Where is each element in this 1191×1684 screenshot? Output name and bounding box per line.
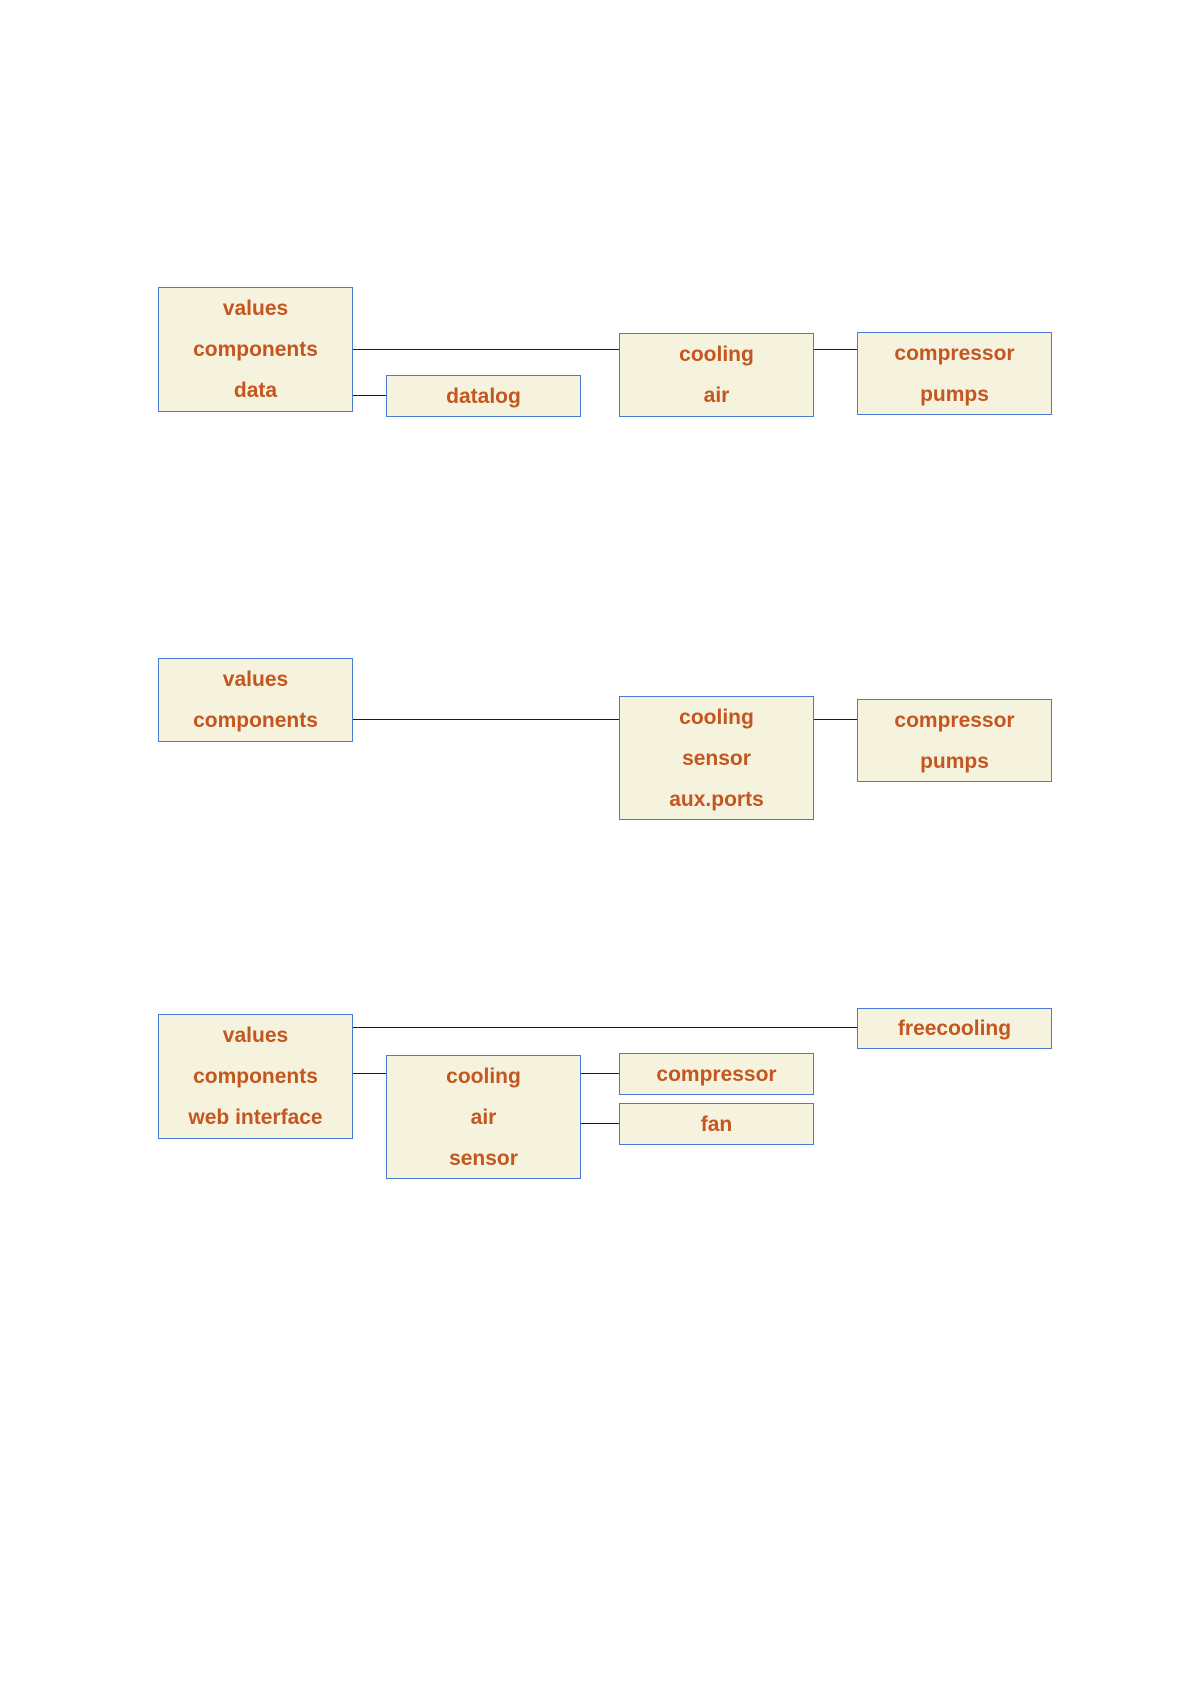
node-label: compressor	[656, 1054, 776, 1095]
node-label: values	[223, 288, 288, 329]
connector-cooling-to-compressor	[813, 349, 858, 350]
node-label: freecooling	[898, 1008, 1011, 1049]
node-label: cooling	[446, 1056, 521, 1097]
node-label: compressor	[894, 700, 1014, 741]
node-datalog: datalog	[386, 375, 581, 417]
connector-cooling-to-fan	[580, 1123, 620, 1124]
node-cooling-sensor-auxports: cooling sensor aux.ports	[619, 696, 814, 820]
connector-root-to-cooling	[353, 1073, 387, 1074]
node-label: datalog	[446, 376, 521, 417]
node-label: components	[193, 1056, 318, 1097]
node-label: air	[471, 1097, 497, 1138]
node-compressor: compressor	[619, 1053, 814, 1095]
connector-root-to-cooling	[353, 719, 620, 720]
node-values-components-webinterface: values components web interface	[158, 1014, 353, 1139]
node-label: values	[223, 1015, 288, 1056]
node-label: compressor	[894, 333, 1014, 374]
node-cooling-air-sensor: cooling air sensor	[386, 1055, 581, 1179]
node-label: sensor	[449, 1138, 518, 1179]
node-compressor-pumps: compressor pumps	[857, 332, 1052, 415]
node-label: air	[704, 375, 730, 416]
connector-cooling-to-compressor	[580, 1073, 620, 1074]
node-label: cooling	[679, 697, 754, 738]
node-freecooling: freecooling	[857, 1008, 1052, 1049]
node-label: pumps	[920, 741, 989, 782]
node-label: values	[223, 659, 288, 700]
connector-root-to-cooling	[353, 349, 620, 350]
node-label: pumps	[920, 374, 989, 415]
connector-root-to-freecooling	[353, 1027, 858, 1028]
node-label: sensor	[682, 738, 751, 779]
connector-cooling-to-compressor	[813, 719, 858, 720]
node-label: fan	[701, 1104, 733, 1145]
node-cooling-air: cooling air	[619, 333, 814, 417]
node-label: data	[234, 370, 277, 411]
node-label: cooling	[679, 334, 754, 375]
node-values-components: values components	[158, 658, 353, 742]
node-label: components	[193, 329, 318, 370]
node-compressor-pumps: compressor pumps	[857, 699, 1052, 782]
connector-root-to-datalog	[353, 395, 387, 396]
node-label: web interface	[188, 1097, 322, 1138]
node-values-components-data: values components data	[158, 287, 353, 412]
node-label: aux.ports	[669, 779, 764, 820]
node-label: components	[193, 700, 318, 741]
node-fan: fan	[619, 1103, 814, 1145]
